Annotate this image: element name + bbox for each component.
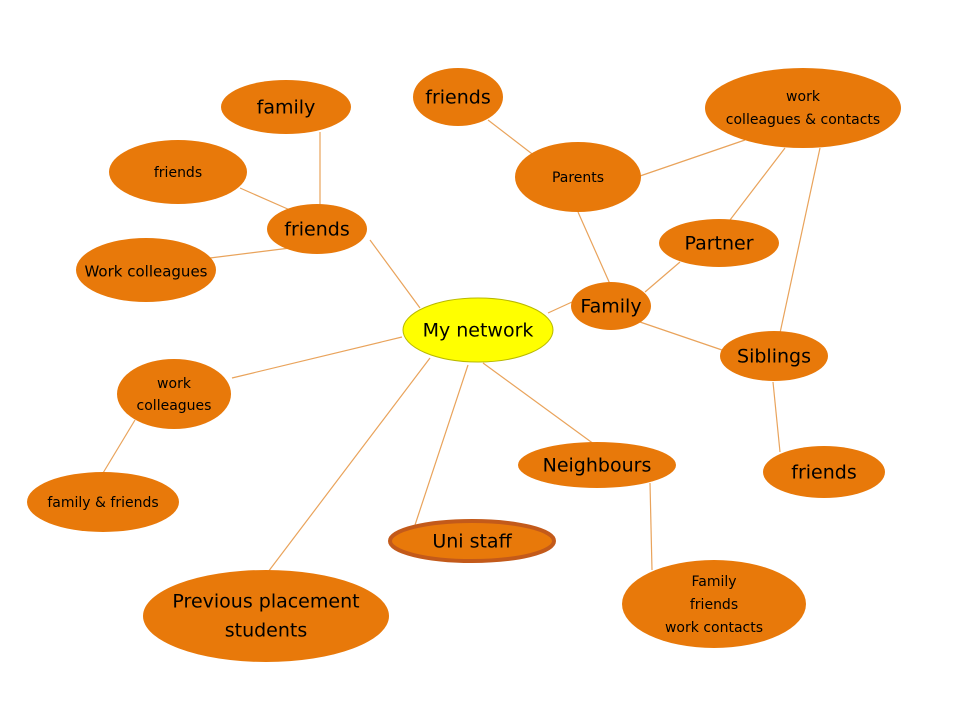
edge-network-neighbours bbox=[482, 362, 599, 448]
node-my-network[interactable]: My network bbox=[402, 297, 554, 363]
node-label-line-1: Previous placement bbox=[172, 591, 359, 613]
node-label: friends bbox=[425, 87, 490, 109]
node-neighbours[interactable]: Neighbours bbox=[518, 442, 676, 488]
edge-work-colleagues-family-friends bbox=[99, 419, 136, 479]
node-label: My network bbox=[423, 320, 534, 342]
edge-network-family bbox=[547, 301, 573, 314]
edge-family-siblings bbox=[639, 321, 723, 351]
node-label: family & friends bbox=[47, 495, 158, 511]
node-parents[interactable]: Parents bbox=[515, 142, 641, 212]
edge-friends-work-colleagues bbox=[209, 247, 291, 259]
node-uni-staff[interactable]: Uni staff bbox=[388, 519, 556, 563]
node-label-line-2: colleagues & contacts bbox=[726, 112, 880, 128]
node-friends-right[interactable]: friends bbox=[763, 446, 885, 498]
edge-network-friends bbox=[369, 239, 421, 309]
node-work-colleagues-left[interactable]: Work colleagues bbox=[76, 238, 216, 302]
node-label-line-2: friends bbox=[690, 597, 738, 613]
edge-network-uni-staff bbox=[414, 364, 469, 526]
edge-network-previous-placement bbox=[267, 357, 431, 573]
node-family-friends-left[interactable]: family & friends bbox=[27, 472, 179, 532]
node-label: Family bbox=[580, 296, 641, 318]
node-partner[interactable]: Partner bbox=[659, 219, 779, 267]
node-work-colleagues-contacts[interactable]: work colleagues & contacts bbox=[705, 68, 901, 148]
node-label-line-1: work bbox=[786, 89, 821, 105]
node-label: Siblings bbox=[737, 346, 811, 368]
node-friends-small-left[interactable]: friends bbox=[109, 140, 247, 204]
node-friends-top[interactable]: friends bbox=[413, 68, 503, 126]
node-label: family bbox=[257, 97, 316, 119]
node-label: Uni staff bbox=[432, 531, 512, 553]
node-label-line-3: work contacts bbox=[665, 620, 763, 636]
edge-siblings-friends bbox=[772, 381, 781, 453]
node-label: friends bbox=[284, 219, 349, 241]
edge-neighbours-contacts bbox=[649, 482, 653, 571]
node-neighbours-contacts[interactable]: Family friends work contacts bbox=[622, 560, 806, 648]
node-previous-placement[interactable]: Previous placement students bbox=[143, 570, 389, 662]
node-work-colleagues-lower[interactable]: work colleagues bbox=[117, 359, 231, 429]
edge-network-work-colleagues bbox=[231, 336, 403, 379]
node-label: friends bbox=[791, 462, 856, 484]
node-family[interactable]: Family bbox=[571, 282, 651, 330]
node-label-line-2: students bbox=[225, 620, 308, 642]
node-label-line-1: work bbox=[157, 376, 192, 392]
edge-parents-work-contacts bbox=[639, 139, 746, 177]
edge-friends-small-friends bbox=[239, 187, 291, 211]
node-label: friends bbox=[154, 165, 202, 181]
node-label: Partner bbox=[684, 233, 753, 255]
node-label-line-1: Family bbox=[691, 574, 736, 590]
node-label: Work colleagues bbox=[84, 263, 207, 281]
node-label: Neighbours bbox=[543, 455, 652, 477]
edge-family-partner bbox=[644, 261, 681, 293]
node-family-top-left[interactable]: family bbox=[221, 80, 351, 134]
edge-partner-work-contacts bbox=[729, 147, 786, 221]
edge-family-parents bbox=[577, 211, 611, 285]
edges bbox=[99, 119, 821, 573]
node-label: Parents bbox=[552, 170, 604, 186]
node-label-line-2: colleagues bbox=[137, 398, 212, 414]
edge-parents-friends bbox=[487, 119, 541, 161]
edge-siblings-work-contacts bbox=[779, 147, 821, 334]
node-friends-left[interactable]: friends bbox=[267, 204, 367, 254]
node-siblings[interactable]: Siblings bbox=[720, 331, 828, 381]
